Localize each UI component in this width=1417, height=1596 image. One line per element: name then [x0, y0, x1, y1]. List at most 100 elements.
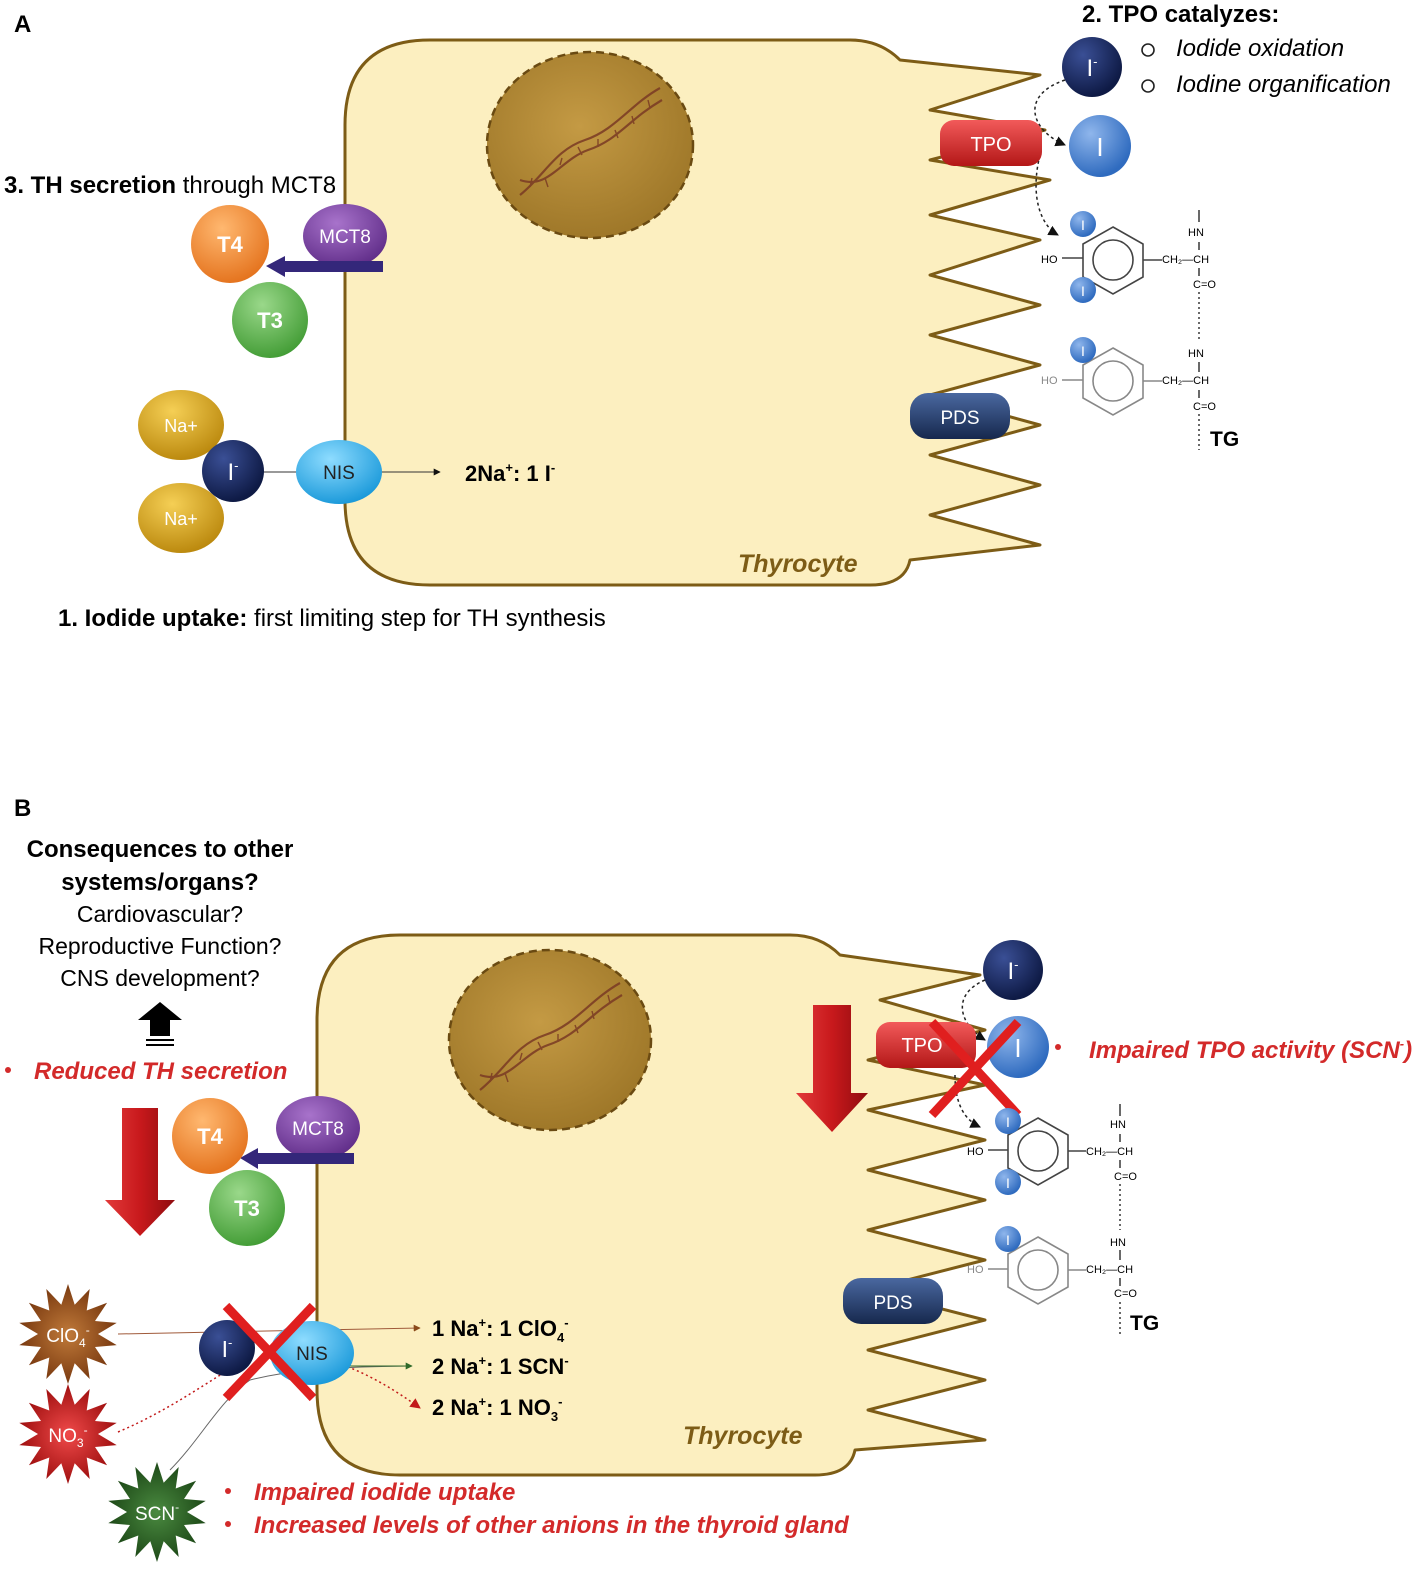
- iodine-substituent: [1070, 277, 1096, 303]
- clo4-starburst-icon: [19, 1284, 117, 1384]
- t4-hormone-a: [191, 205, 269, 283]
- iodide-ion-b: [983, 940, 1043, 1000]
- stoichiometry-a: 2Na+: 1 I-: [465, 460, 555, 486]
- clo4-path: [117, 1324, 421, 1335]
- svg-text:Consequences to other: Consequences to other: [27, 836, 294, 863]
- svg-text:CH₂—CH: CH₂—CH: [1162, 254, 1209, 266]
- down-arrow-icon: [796, 1005, 868, 1132]
- nis-transporter-a: [296, 440, 382, 504]
- tyrosine-structure-b1: [988, 1104, 1121, 1230]
- svg-text:NIS: NIS: [296, 1344, 328, 1365]
- tg-label-b: TG: [1130, 1312, 1159, 1335]
- stoichiometry-clo4: 1 Na+: 1 ClO4-: [432, 1315, 569, 1345]
- pds-transporter-b: [843, 1278, 943, 1324]
- uptake-label-a: 1. Iodide uptake: first limiting step fo…: [58, 605, 606, 632]
- svg-text:HO: HO: [1041, 254, 1058, 266]
- iodine-substituent: [1070, 337, 1096, 363]
- svg-text:HO: HO: [967, 1146, 984, 1158]
- svg-text:I-: I-: [1007, 957, 1018, 985]
- svg-text:I-: I-: [1086, 54, 1097, 82]
- stoichiometry-no3: 2 Na+: 1 NO3-: [432, 1394, 562, 1424]
- tyrosine-structure-b2: [988, 1236, 1121, 1335]
- panel-a: A Thyrocyte 2. TPO catalyzes: Iodide oxi…: [4, 1, 1391, 632]
- block-x-icon: [928, 1018, 1022, 1119]
- secretion-arrow-b: [258, 1153, 354, 1164]
- bullet-icon: [1055, 1044, 1061, 1050]
- reduced-secretion-label: Reduced TH secretion: [34, 1058, 287, 1085]
- svg-text:CH₂—CH: CH₂—CH: [1086, 1146, 1133, 1158]
- svg-text:Na+: Na+: [164, 509, 198, 529]
- mct8-transporter-b: [276, 1096, 360, 1160]
- nucleus-b: [447, 948, 653, 1132]
- tpo-title: 2. TPO catalyzes:: [1082, 1, 1279, 28]
- svg-text:I: I: [1006, 1114, 1010, 1130]
- tpo-item-organification: Iodine organification: [1176, 71, 1391, 98]
- svg-text:CH₂—CH: CH₂—CH: [1162, 375, 1209, 387]
- svg-text:CNS development?: CNS development?: [60, 965, 259, 991]
- dna-helix-icon: [479, 982, 623, 1091]
- svg-text:T3: T3: [234, 1196, 260, 1221]
- svg-text:I: I: [1096, 132, 1103, 162]
- sodium-ion-a: [138, 390, 224, 460]
- svg-text:I: I: [1081, 217, 1085, 233]
- svg-text:HN: HN: [1188, 348, 1204, 360]
- thyrocyte-label-a: Thyrocyte: [738, 550, 858, 578]
- svg-text:HN: HN: [1110, 1237, 1126, 1249]
- tg-label-a: TG: [1210, 428, 1239, 451]
- tpo-enzyme-a: [940, 120, 1042, 166]
- oxidation-arrow: [1034, 79, 1066, 147]
- bullet-icon: [1141, 43, 1155, 57]
- svg-text:Cardiovascular?: Cardiovascular?: [77, 901, 243, 927]
- svg-text:I: I: [1006, 1232, 1010, 1248]
- svg-text:Reproductive Function?: Reproductive Function?: [39, 933, 282, 959]
- svg-text:PDS: PDS: [873, 1293, 912, 1314]
- svg-text:C=O: C=O: [1114, 1288, 1137, 1300]
- svg-text:MCT8: MCT8: [319, 227, 371, 248]
- tyrosine-structure-a2: [1062, 347, 1200, 450]
- no3-starburst-icon: [19, 1384, 117, 1484]
- svg-text:I: I: [1014, 1033, 1021, 1063]
- panel-b: B Consequences to other systems/organs? …: [5, 795, 1412, 1562]
- svg-text:T4: T4: [217, 232, 243, 257]
- svg-text:HN: HN: [1110, 1119, 1126, 1131]
- scn-starburst-icon: [108, 1462, 206, 1562]
- svg-text:PDS: PDS: [940, 408, 979, 429]
- svg-text:Na+: Na+: [164, 416, 198, 436]
- increased-anions-label: Increased levels of other anions in the …: [254, 1512, 850, 1539]
- svg-text:HN: HN: [1188, 227, 1204, 239]
- scn-label: SCN-: [135, 1500, 179, 1525]
- bullet-icon: [225, 1521, 231, 1527]
- stoichiometry-scn: 2 Na+: 1 SCN-: [432, 1353, 569, 1379]
- iodine-substituent: [1070, 211, 1096, 237]
- down-arrow-icon: [105, 1108, 175, 1236]
- svg-text:C=O: C=O: [1193, 401, 1216, 413]
- clo4-label: ClO4-: [46, 1323, 89, 1350]
- panel-a-letter: A: [14, 11, 31, 38]
- thyrocyte-cell-a: [343, 38, 1052, 587]
- nucleus-a: [485, 50, 695, 240]
- svg-text:I: I: [1081, 283, 1085, 299]
- secretion-arrow-a: [285, 261, 383, 272]
- tpo-enzyme-b: [876, 1022, 976, 1068]
- svg-text:MCT8: MCT8: [292, 1119, 344, 1140]
- pds-transporter-a: [910, 393, 1010, 439]
- svg-text:I: I: [1081, 343, 1085, 359]
- impaired-uptake-label: Impaired iodide uptake: [254, 1479, 515, 1506]
- svg-text:HO: HO: [1041, 375, 1058, 387]
- up-arrow-icon: [138, 1002, 182, 1036]
- svg-text:HO: HO: [967, 1264, 984, 1276]
- svg-text:NIS: NIS: [323, 463, 355, 484]
- block-x-icon: [222, 1302, 317, 1402]
- sodium-ion-a: [138, 483, 224, 553]
- tpo-item-oxidation: Iodide oxidation: [1176, 35, 1344, 62]
- svg-text:I: I: [1006, 1175, 1010, 1191]
- t3-hormone-b: [209, 1170, 285, 1246]
- impaired-tpo-label: Impaired TPO activity (SCN-): [1089, 1036, 1412, 1064]
- iodine-atom-a: [1069, 115, 1131, 177]
- thyrocyte-label-b: Thyrocyte: [683, 1422, 803, 1450]
- anion-starbursts: [19, 1284, 206, 1562]
- svg-text:I-: I-: [222, 1335, 233, 1362]
- t4-hormone-b: [172, 1098, 248, 1174]
- bullet-icon: [1141, 79, 1155, 93]
